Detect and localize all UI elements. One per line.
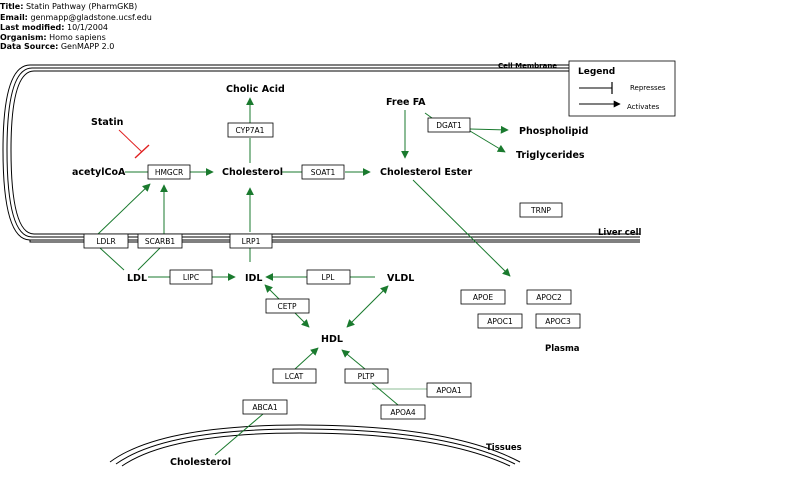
edge-ldl-scarb1 — [137, 247, 161, 271]
meta-email: Email: genmapp@gladstone.ucsf.edu — [0, 13, 152, 22]
cell-membrane — [2, 64, 640, 243]
edge-hdl-vldl — [346, 285, 389, 328]
gene-apoa4[interactable]: APOA4 — [380, 404, 426, 420]
node-statin: Statin — [91, 117, 124, 128]
node-idl: IDL — [245, 273, 262, 284]
gene-soat1[interactable]: SOAT1 — [301, 164, 345, 180]
gene-cetp[interactable]: CETP — [265, 298, 310, 314]
gene-apoe[interactable]: APOE — [460, 289, 506, 305]
meta-title: Title: Statin Pathway (PharmGKB) — [0, 2, 137, 11]
gene-trnp-label: TRNP — [530, 206, 551, 215]
node-cholic-acid: Cholic Acid — [226, 84, 285, 95]
edge-cetp-idl — [264, 284, 281, 301]
edge-ldlr-hmgcr — [97, 183, 151, 235]
gene-apoe-label: APOE — [473, 293, 494, 302]
meta-data-source: Data Source: GenMAPP 2.0 — [0, 42, 114, 51]
gene-cetp-label: CETP — [277, 302, 297, 311]
gene-apoc2-label: APOC2 — [536, 293, 562, 302]
gene-apoa1[interactable]: APOA1 — [426, 382, 472, 398]
gene-apoa4-label: APOA4 — [390, 408, 416, 417]
metabolites: Cholic Acid Free FA Statin acetylCoA Cho… — [72, 84, 588, 468]
gene-scarb1[interactable]: SCARB1 — [137, 233, 183, 249]
gene-apoc3-label: APOC3 — [545, 317, 571, 326]
edge-statin-hmgcr — [118, 129, 143, 153]
gene-boxes: HMGCR CYP7A1 SOAT1 DGAT1 TRNP LDLR SCARB… — [83, 117, 581, 420]
node-cholesterol-ester: Cholesterol Ester — [380, 167, 473, 178]
metadata-header: Title: Statin Pathway (PharmGKB) Email: … — [0, 2, 152, 51]
tissues-label: Tissues — [486, 443, 522, 453]
gene-trnp[interactable]: TRNP — [519, 202, 563, 218]
meta-organism: Organism: Homo sapiens — [0, 33, 106, 42]
edge-abca1-cholesterol — [214, 413, 264, 456]
legend-represses-label: Represses — [630, 84, 666, 92]
gene-lpl[interactable]: LPL — [306, 269, 351, 285]
gene-apoc1[interactable]: APOC1 — [477, 313, 523, 329]
edge-ldl-ldlr — [99, 247, 125, 271]
plasma-label: Plasma — [545, 344, 580, 354]
tissue-membrane — [109, 424, 521, 467]
edge-dgat1-triglycerides — [469, 130, 506, 153]
legend-activates-label: Activates — [627, 103, 660, 111]
gene-abca1-label: ABCA1 — [252, 403, 278, 412]
edge-pltp-hdl — [341, 349, 366, 370]
meta-last-modified: Last modified: 10/1/2004 — [0, 23, 108, 32]
node-phospholipid: Phospholipid — [519, 126, 588, 137]
gene-lrp1[interactable]: LRP1 — [229, 233, 273, 249]
node-cholesterol-tissue: Cholesterol — [170, 457, 231, 468]
node-ldl: LDL — [127, 273, 147, 284]
edge-statin-bar — [134, 144, 150, 159]
gene-dgat1-label: DGAT1 — [436, 121, 462, 130]
gene-pltp-label: PLTP — [358, 372, 375, 381]
node-cholesterol: Cholesterol — [222, 167, 283, 178]
legend-title: Legend — [578, 67, 615, 77]
cell-membrane-label: Cell Membrane — [498, 62, 557, 70]
edge-cetp-hdl — [294, 312, 310, 328]
legend: Legend Represses Activates — [568, 60, 676, 117]
gene-lcat-label: LCAT — [285, 372, 304, 381]
gene-soat1-label: SOAT1 — [311, 168, 336, 177]
liver-cell-label: Liver cell — [598, 228, 642, 238]
gene-lipc-label: LIPC — [183, 273, 199, 282]
node-acetylcoa: acetylCoA — [72, 167, 126, 178]
gene-scarb1-label: SCARB1 — [145, 237, 175, 246]
node-vldl: VLDL — [387, 273, 414, 284]
gene-dgat1[interactable]: DGAT1 — [427, 117, 471, 133]
node-hdl: HDL — [321, 334, 343, 345]
edge-dgat1-phospholipid — [469, 125, 509, 134]
gene-apoc2[interactable]: APOC2 — [526, 289, 572, 305]
gene-apoa1-label: APOA1 — [436, 386, 462, 395]
gene-lcat[interactable]: LCAT — [272, 368, 317, 384]
gene-ldlr-label: LDLR — [96, 237, 115, 246]
edges — [97, 97, 511, 456]
edge-freefa-dgat1 — [424, 112, 433, 119]
gene-lipc[interactable]: LIPC — [169, 269, 213, 285]
node-triglycerides: Triglycerides — [516, 150, 585, 161]
node-free-fa: Free FA — [386, 97, 426, 108]
gene-cyp7a1[interactable]: CYP7A1 — [227, 122, 274, 138]
gene-abca1[interactable]: ABCA1 — [242, 399, 288, 415]
edge-lcat-hdl — [294, 347, 319, 370]
gene-pltp[interactable]: PLTP — [344, 368, 389, 384]
gene-lrp1-label: LRP1 — [242, 237, 261, 246]
gene-hmgcr-label: HMGCR — [155, 168, 183, 177]
gene-lpl-label: LPL — [322, 273, 336, 282]
gene-hmgcr[interactable]: HMGCR — [147, 164, 191, 180]
gene-apoc1-label: APOC1 — [487, 317, 513, 326]
gene-ldlr[interactable]: LDLR — [83, 233, 129, 249]
gene-apoc3[interactable]: APOC3 — [535, 313, 581, 329]
edge-pltp-apoa4 — [371, 382, 399, 406]
gene-cyp7a1-label: CYP7A1 — [236, 126, 265, 135]
edge-ester-plasma — [412, 179, 511, 277]
